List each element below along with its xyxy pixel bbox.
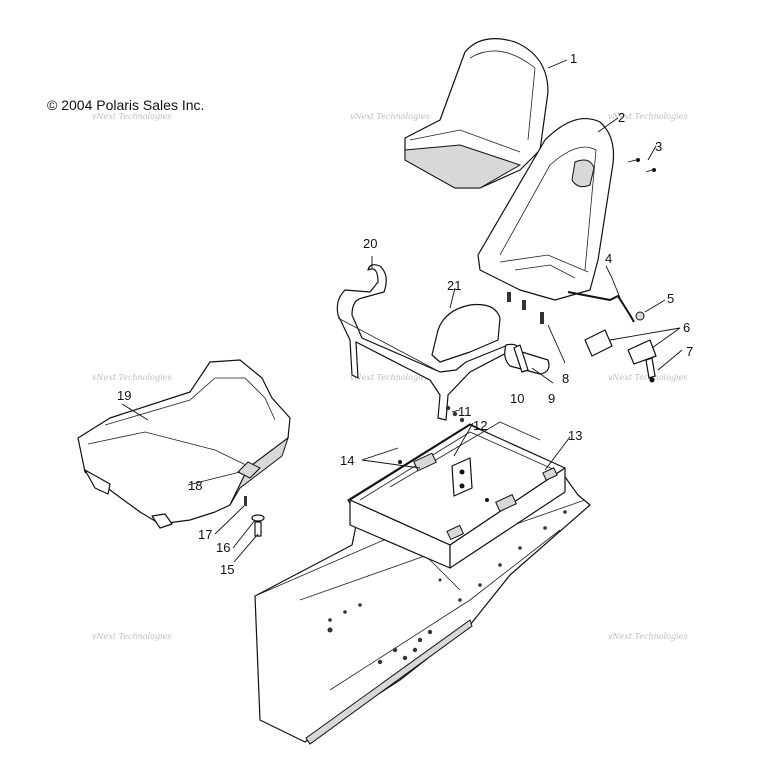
callout-8: 8 xyxy=(562,371,569,386)
part-15-17-hardware xyxy=(244,496,265,537)
callout-2: 2 xyxy=(618,110,625,125)
part-6-brackets xyxy=(584,329,657,365)
watermark: vNext Technologies xyxy=(350,373,430,382)
part-7-stud xyxy=(645,357,656,383)
callout-labels: 1 2 3 4 5 6 7 8 9 10 11 12 13 14 15 16 1… xyxy=(117,51,693,577)
callout-15: 15 xyxy=(220,562,234,577)
part-8-bolts xyxy=(507,292,544,324)
part-3-screws xyxy=(627,158,656,173)
leader-lines xyxy=(121,59,683,563)
callout-5: 5 xyxy=(667,291,674,306)
watermark: vNext Technologies xyxy=(608,373,688,382)
watermark: vNext Technologies xyxy=(92,632,172,641)
part-4-rod xyxy=(567,291,635,323)
watermark: vNext Technologies xyxy=(608,112,688,121)
seat-base-box xyxy=(349,421,566,569)
callout-11: 11 xyxy=(458,404,472,419)
callout-14: 14 xyxy=(340,453,354,468)
callout-1: 1 xyxy=(570,51,577,66)
callout-13: 13 xyxy=(568,428,582,443)
callout-10: 10 xyxy=(510,391,524,406)
part-9-10-pins xyxy=(513,344,529,373)
part-19-front-seat xyxy=(77,359,291,529)
callout-6: 6 xyxy=(683,320,690,335)
callout-7: 7 xyxy=(686,344,693,359)
callout-17: 17 xyxy=(198,527,212,542)
callout-16: 16 xyxy=(216,540,230,555)
copyright-text: © 2004 Polaris Sales Inc. xyxy=(47,97,205,113)
part-1-backrest-cushion xyxy=(404,38,549,189)
watermark: vNext Technologies xyxy=(350,112,430,121)
watermark: vNext Technologies xyxy=(92,112,172,121)
callout-21: 21 xyxy=(447,278,461,293)
part-21-pad xyxy=(431,303,501,363)
part-2-backrest-shell xyxy=(477,118,615,301)
part-11-fasteners xyxy=(445,405,465,423)
callout-19: 19 xyxy=(117,388,131,403)
callout-18: 18 xyxy=(188,478,202,493)
callout-12: 12 xyxy=(473,418,487,433)
callout-20: 20 xyxy=(363,236,377,251)
chassis-holes xyxy=(327,510,567,665)
callout-9: 9 xyxy=(548,391,555,406)
callout-4: 4 xyxy=(605,251,612,266)
watermark: vNext Technologies xyxy=(608,632,688,641)
part-5-knob xyxy=(635,311,645,321)
watermark: vNext Technologies xyxy=(92,373,172,382)
part-18-latch-plate xyxy=(237,461,261,479)
callout-3: 3 xyxy=(655,139,662,154)
